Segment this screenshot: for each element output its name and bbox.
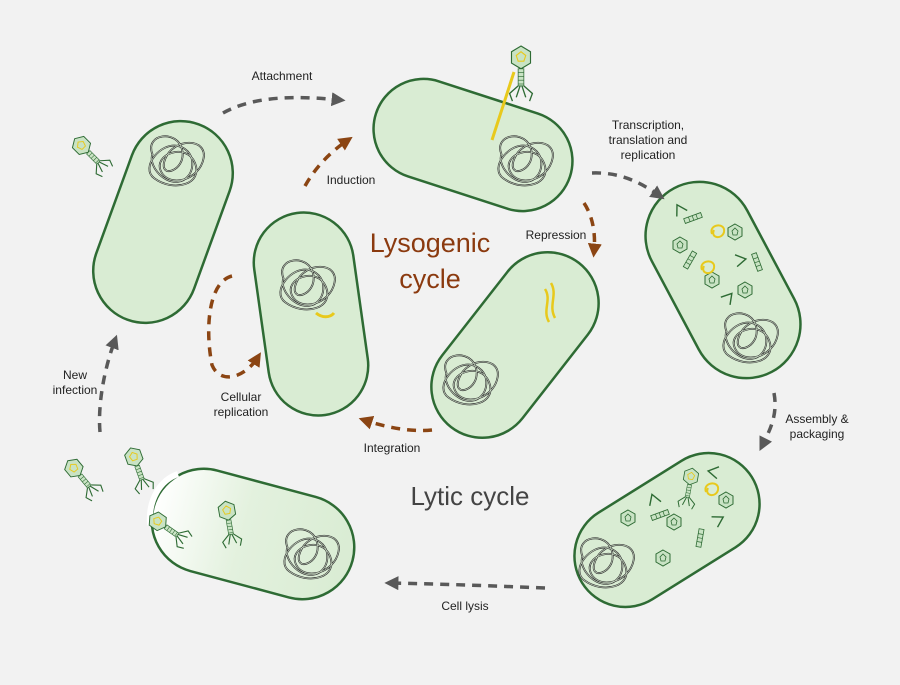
lytic-cycle-title: Lytic cycle xyxy=(410,481,530,511)
free-phage-3 xyxy=(120,444,156,496)
cell-lysis-label: Cell lysis xyxy=(441,599,489,613)
integration-label: Integration xyxy=(363,441,421,455)
bacterium-4 xyxy=(252,211,370,417)
cellular-replication-label: Cellular replication xyxy=(213,390,269,419)
integration-arrow xyxy=(358,416,433,433)
lysogenic-cycle-title: Lysogenic cycle xyxy=(369,228,491,294)
cellular-replication-arrow xyxy=(206,274,261,379)
free-phage-1 xyxy=(67,131,115,179)
transcription-arrow xyxy=(591,171,665,200)
bacterium-5 xyxy=(430,250,600,440)
bacterium-2 xyxy=(372,71,574,213)
bacterium-3 xyxy=(644,180,802,380)
bacterium-6 xyxy=(573,451,761,609)
attachment-arrow xyxy=(222,92,346,115)
transcription-label: Transcription, translation and replicati… xyxy=(608,118,688,162)
induction-arrow xyxy=(303,136,353,187)
new-infection-arrow xyxy=(97,334,119,433)
lysogenic-cycle-arrows xyxy=(206,136,602,433)
free-phage-2 xyxy=(59,454,106,504)
assembly-arrow xyxy=(759,392,777,452)
lytic-cycle-arrows xyxy=(97,92,777,591)
cell-lysis-arrow xyxy=(384,576,546,591)
bacterium-1 xyxy=(91,119,235,325)
repression-arrow xyxy=(582,202,602,258)
repression-label: Repression xyxy=(525,228,587,242)
attachment-label: Attachment xyxy=(251,69,313,83)
assembly-label: Assembly & packaging xyxy=(785,412,849,441)
new-infection-label: New infection xyxy=(52,368,98,397)
induction-label: Induction xyxy=(326,173,376,187)
